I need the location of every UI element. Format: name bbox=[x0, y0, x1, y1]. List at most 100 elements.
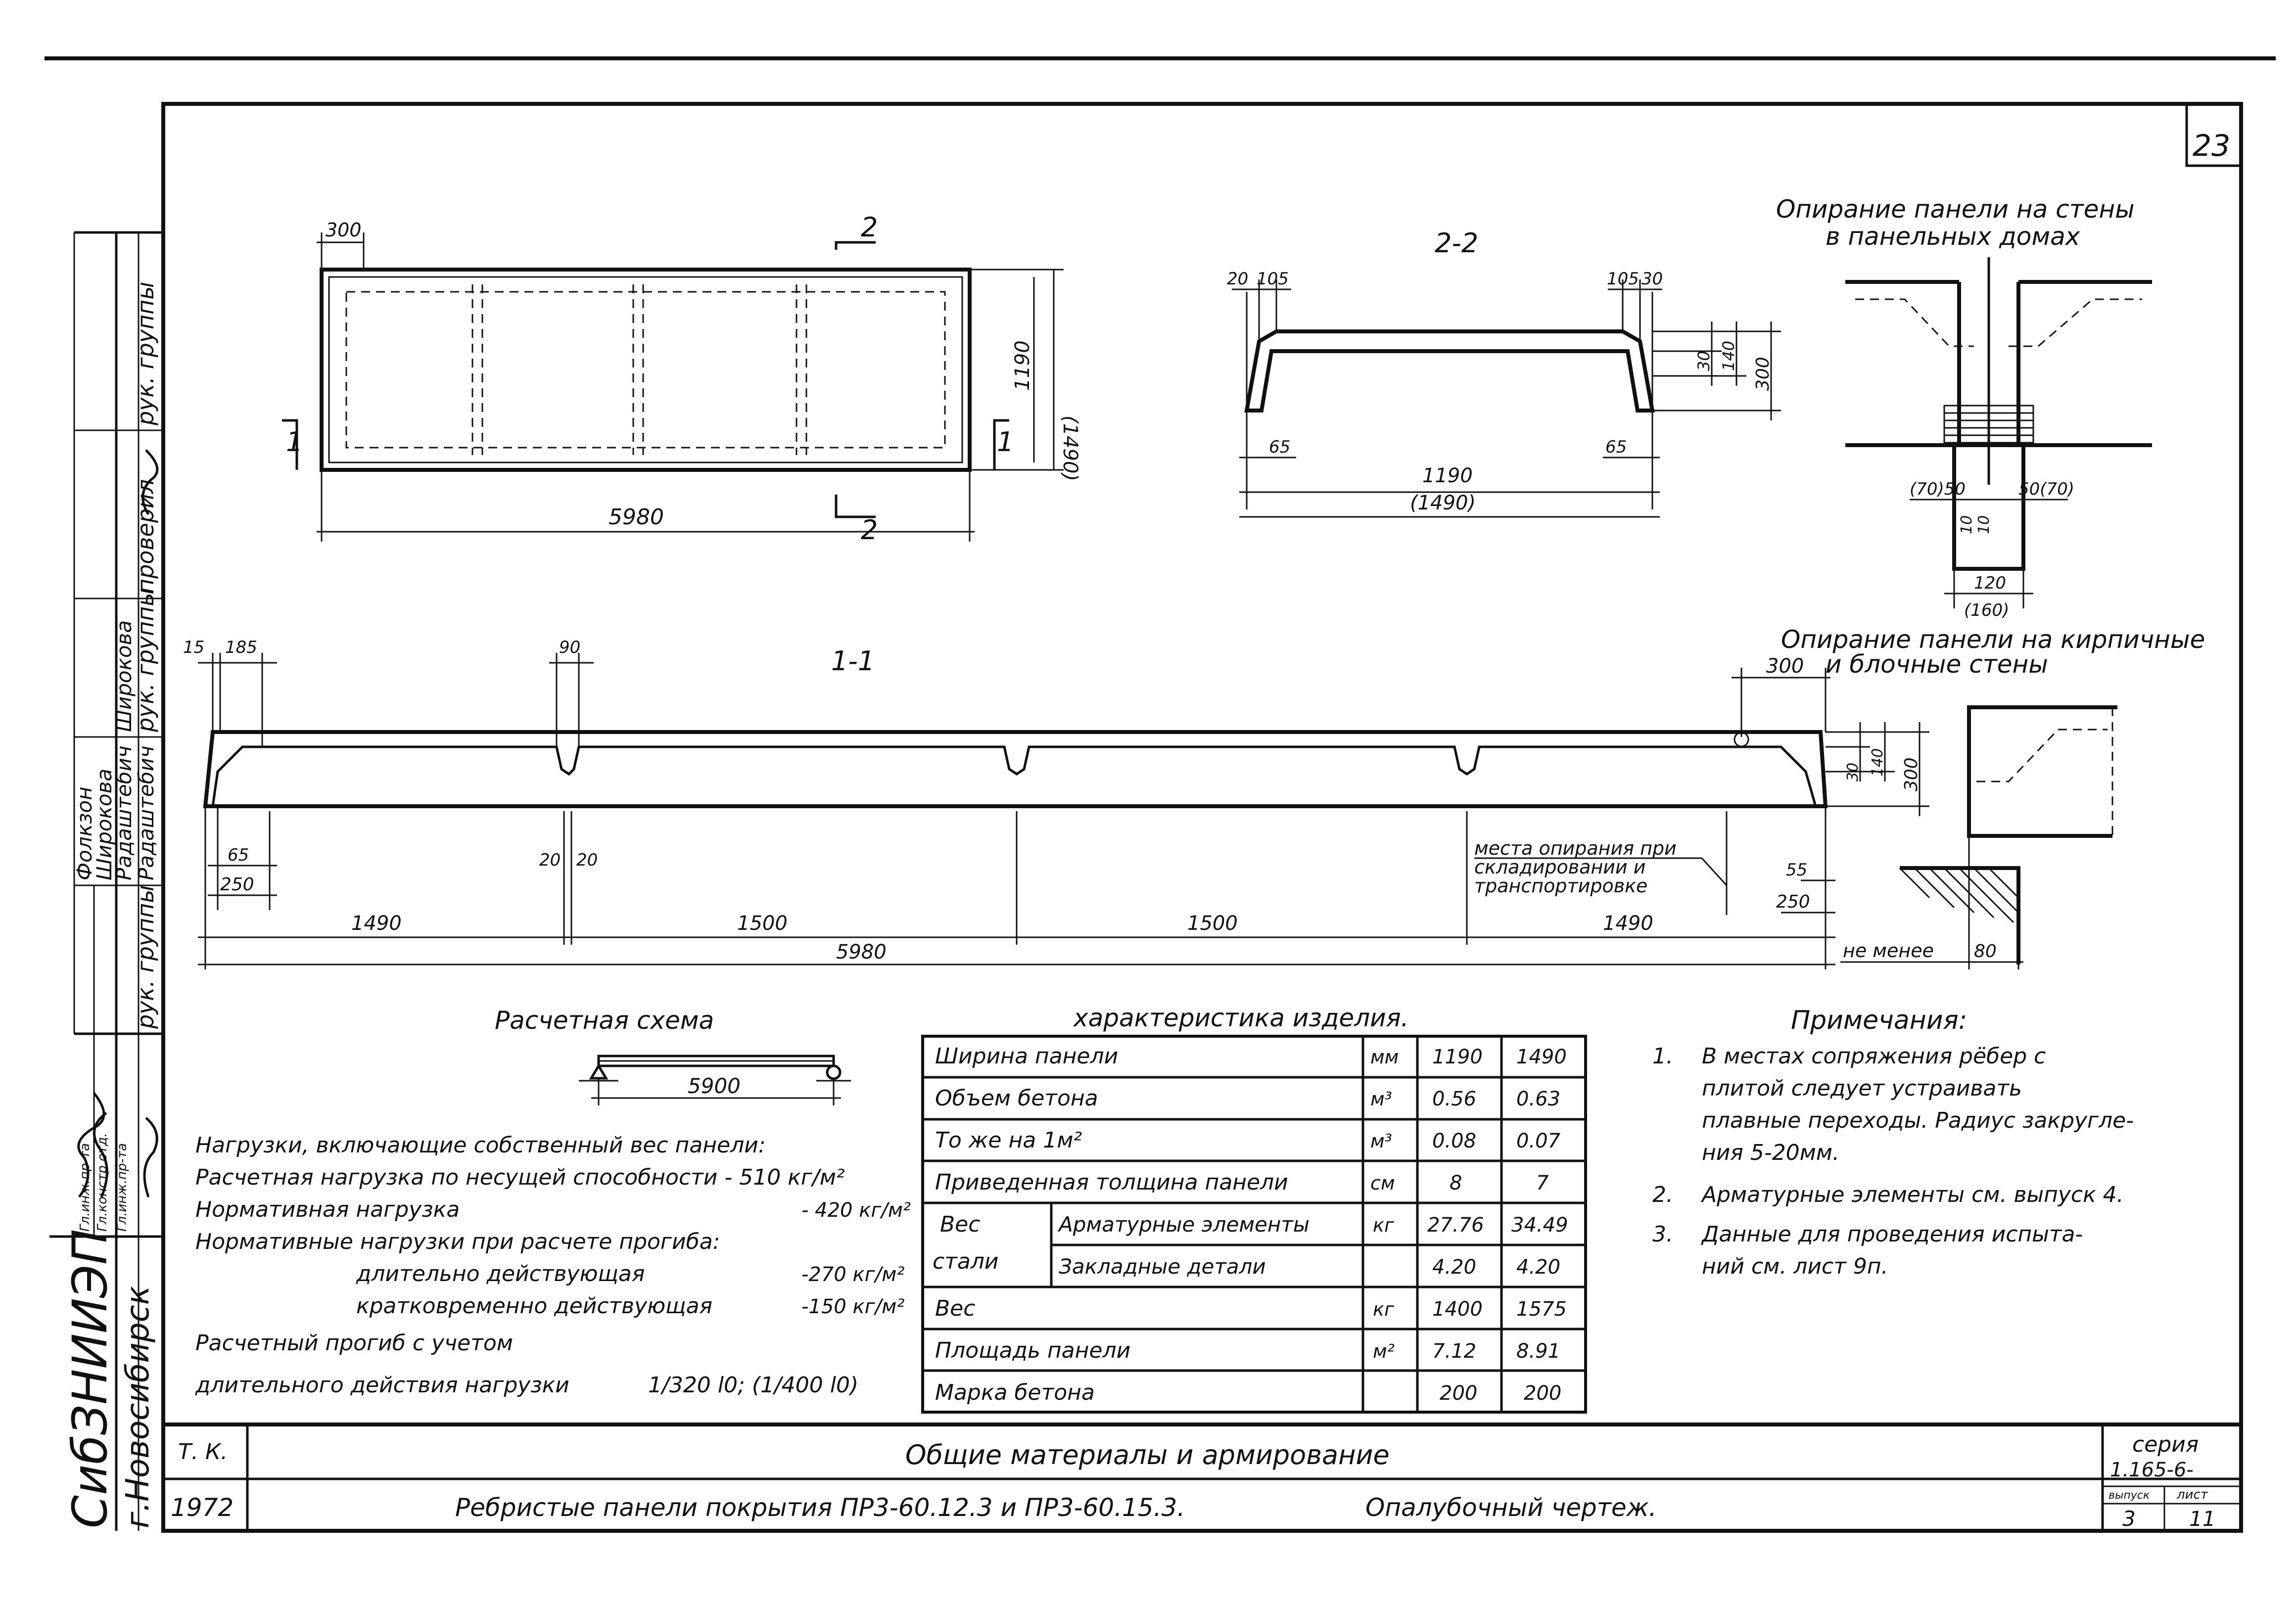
row-unit: м² bbox=[1373, 1340, 1395, 1362]
row-name: То же на 1м² bbox=[935, 1128, 1082, 1153]
dim-label: 10 bbox=[1975, 515, 1993, 534]
org-name: СибЗНИИЭП bbox=[62, 1229, 118, 1528]
row-value: 1575 bbox=[1516, 1298, 1567, 1321]
support-panel-detail: Опирание панели на стены в панельных дом… bbox=[1776, 195, 2152, 620]
dim-label: 120 bbox=[1974, 573, 2006, 593]
title-block: Т. К. 1972 Общие материалы и армирование… bbox=[163, 1423, 2241, 1531]
row-unit: см bbox=[1370, 1172, 1395, 1194]
dim-label: 250 bbox=[220, 874, 254, 895]
support-note: транспортировке bbox=[1474, 875, 1647, 897]
load-line: Расчетная нагрузка по несущей способност… bbox=[195, 1165, 845, 1190]
row-value: 1400 bbox=[1432, 1298, 1483, 1321]
dim-label: 185 bbox=[225, 638, 257, 657]
stamp-row: Гл.констр.отд. bbox=[95, 1133, 110, 1232]
dim-label: 300 bbox=[1766, 655, 1804, 678]
stamp-role: рук. группы bbox=[132, 281, 159, 426]
dim-label: 1490 bbox=[351, 912, 402, 935]
signature bbox=[141, 449, 159, 515]
load-line: - 420 кг/м² bbox=[801, 1199, 911, 1222]
row-name: Приведенная толщина панели bbox=[935, 1170, 1288, 1195]
load-line: -270 кг/м² bbox=[801, 1263, 904, 1286]
detail-title: в панельных домах bbox=[1826, 222, 2080, 251]
tk-label: Т. К. bbox=[178, 1439, 228, 1465]
load-line: длительно действующая bbox=[356, 1261, 645, 1286]
table-row: То же на 1м² м³ 0.08 0.07 bbox=[935, 1128, 1561, 1153]
row-name: Арматурные элементы bbox=[1057, 1212, 1310, 1237]
side-stamp: рук. группы проверил рук. группы рук. гр… bbox=[49, 231, 163, 1531]
dim-label: 300 bbox=[1753, 357, 1773, 391]
not-less-label: не менее bbox=[1843, 940, 1934, 962]
series-value: 1.165-6- bbox=[2110, 1459, 2194, 1481]
note-line: В местах сопряжения рёбер с bbox=[1702, 1044, 2046, 1069]
dim-label: (160) bbox=[1964, 600, 2009, 620]
dim-label: 1190 bbox=[1011, 340, 1034, 391]
row-value: 8 bbox=[1450, 1172, 1462, 1194]
load-line: Нормативная нагрузка bbox=[195, 1197, 460, 1222]
support-note: складировании и bbox=[1474, 856, 1645, 878]
year-label: 1972 bbox=[171, 1493, 234, 1522]
dim-label: 250 bbox=[1776, 892, 1810, 912]
row-unit: м³ bbox=[1370, 1130, 1392, 1152]
row-value: 1490 bbox=[1516, 1046, 1567, 1068]
design-scheme: Расчетная схема 5900 bbox=[495, 1006, 851, 1105]
dim-label: 105 bbox=[1257, 269, 1289, 289]
row-value: 27.76 bbox=[1427, 1214, 1484, 1237]
dim-label: 15 bbox=[183, 638, 204, 657]
cut-label: 1 bbox=[286, 426, 303, 458]
note-number: 1. bbox=[1652, 1044, 1673, 1069]
table-row: Марка бетона 200 200 bbox=[935, 1380, 1561, 1405]
row-unit: м³ bbox=[1370, 1088, 1392, 1110]
row-value: 0.08 bbox=[1432, 1130, 1476, 1152]
table-row: Вес кг 1400 1575 bbox=[935, 1296, 1567, 1321]
title-general: Общие материалы и армирование bbox=[905, 1439, 1390, 1470]
row-value: 1190 bbox=[1432, 1046, 1483, 1068]
table-row: Арматурные элементы кг 27.76 34.49 bbox=[1057, 1212, 1568, 1237]
dim-label: 1490 bbox=[1603, 912, 1653, 935]
sheet-value: 11 bbox=[2189, 1507, 2215, 1531]
dim-label: 80 bbox=[1974, 941, 1997, 962]
row-value: 0.07 bbox=[1516, 1130, 1561, 1152]
row-value: 200 bbox=[1440, 1382, 1477, 1405]
dim-label: 20 bbox=[1227, 269, 1248, 289]
dim-label: 1500 bbox=[737, 912, 788, 935]
stamp-name: Радаштебич bbox=[134, 745, 158, 880]
dim-label: 65 bbox=[1269, 437, 1290, 457]
note-line: ния 5-20мм. bbox=[1702, 1140, 1839, 1165]
row-unit: мм bbox=[1370, 1046, 1399, 1068]
row-name: Объем бетона bbox=[935, 1086, 1098, 1111]
note-number: 2. bbox=[1652, 1182, 1673, 1207]
detail-title: и блочные стены bbox=[1826, 650, 2048, 679]
signature bbox=[93, 1112, 108, 1197]
load-line: -150 кг/м² bbox=[801, 1295, 904, 1318]
dim-label: 5980 bbox=[836, 941, 887, 964]
note-line: ний см. лист 9п. bbox=[1702, 1254, 1888, 1279]
plan-view: 300 2 2 1 1 1190 (1490) 5980 bbox=[282, 212, 1081, 546]
dim-label: 30 bbox=[1694, 351, 1713, 371]
sheet-label: лист bbox=[2176, 1487, 2208, 1502]
row-name: Ширина панели bbox=[935, 1044, 1118, 1069]
note-line: Данные для проведения испыта- bbox=[1701, 1222, 2083, 1247]
series-label: серия bbox=[2132, 1432, 2199, 1457]
stamp-role: проверил bbox=[132, 479, 159, 594]
notes: Примечания: 1. В местах сопряжения рёбер… bbox=[1652, 1006, 2134, 1279]
dim-label: (70)50 bbox=[1910, 479, 1966, 499]
dim-label: 300 bbox=[326, 219, 362, 241]
detail-title: Опирание панели на стены bbox=[1776, 195, 2135, 224]
dim-label: 1500 bbox=[1187, 912, 1238, 935]
load-line: 1/320 l0; (1/400 l0) bbox=[648, 1373, 858, 1398]
dim-label: 105 bbox=[1607, 269, 1639, 289]
load-line: Нормативные нагрузки при расчете прогиба… bbox=[195, 1229, 720, 1254]
row-name: Вес bbox=[935, 1296, 975, 1321]
dim-label: 30 bbox=[1641, 269, 1663, 289]
load-line: кратковременно действующая bbox=[356, 1293, 712, 1319]
dim-label: 65 bbox=[228, 845, 249, 865]
characteristics-table: характеристика изделия. Ширина панели мм… bbox=[921, 1004, 1587, 1414]
load-line: Нагрузки, включающие собственный вес пан… bbox=[195, 1133, 766, 1158]
signature bbox=[143, 1117, 158, 1197]
table-row: Объем бетона м³ 0.56 0.63 bbox=[935, 1086, 1560, 1111]
steel-label: стали bbox=[933, 1249, 999, 1274]
row-name: Площадь панели bbox=[935, 1338, 1130, 1363]
dim-label: 5980 bbox=[609, 505, 664, 530]
row-value: 200 bbox=[1524, 1382, 1561, 1405]
